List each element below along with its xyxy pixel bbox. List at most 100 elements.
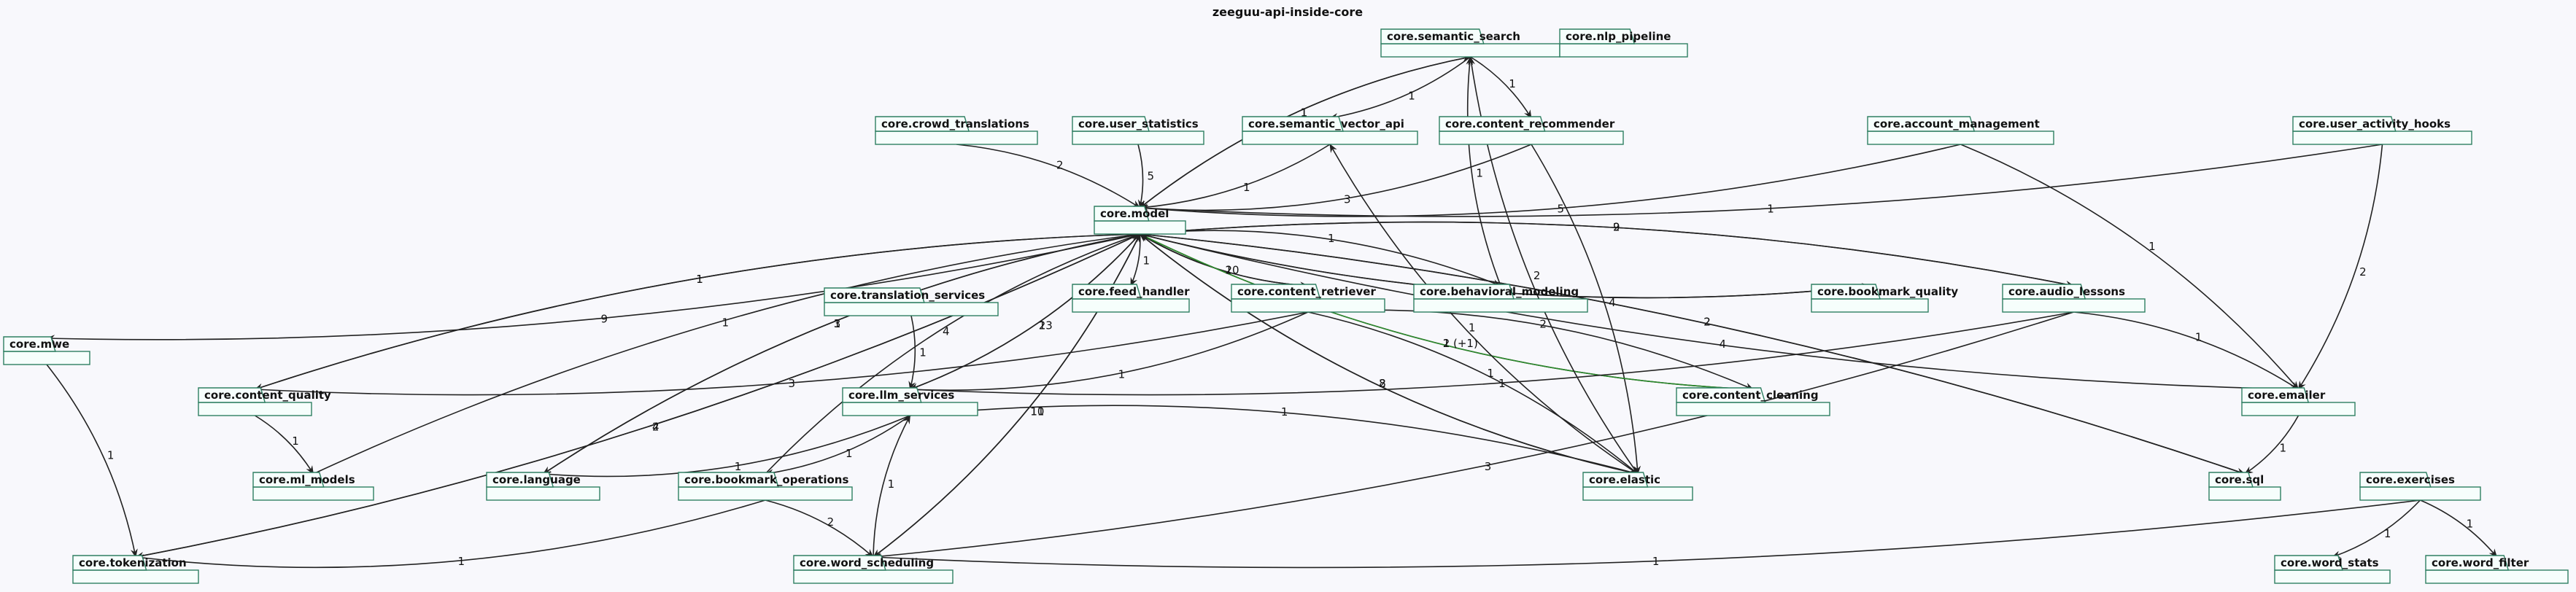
edge-label: 3 [1485,460,1492,473]
package-tab [1559,28,1636,44]
edge-label: 1 [735,460,742,473]
package-tab [2241,387,2310,403]
edge-label: 1 [2467,518,2474,531]
edge-label: 4 [1609,296,1616,309]
package-behavioral-modeling[interactable]: core.behavioral_modeling [1413,284,1588,313]
edge-label: 4 [1720,338,1727,351]
package-label: core.semantic_search [1387,30,1520,43]
package-content-retriever[interactable]: core.content_retriever [1231,284,1385,313]
package-bookmark-quality[interactable]: core.bookmark_quality [1811,284,1958,313]
package-user-statistics[interactable]: core.user_statistics [1072,116,1204,145]
edge-label: 1 [2384,527,2391,540]
package-sql[interactable]: core.sql [2208,472,2281,501]
edge-label: 2 [1039,319,1046,332]
edge-label: 5 [1147,169,1154,182]
edge-audio-lessons-to-llm-services [909,311,2074,396]
package-label: core.translation_services [830,289,985,302]
package-body [1676,402,1830,416]
edge-llm-services-to-bookmark-operations [765,415,910,477]
package-body [1413,298,1588,313]
package-ml-models[interactable]: core.ml_models [252,472,374,501]
package-tab [2292,116,2397,132]
package-content-cleaning[interactable]: core.content_cleaning [1676,387,1830,416]
package-tokenization[interactable]: core.tokenization [72,555,199,584]
edge-label: 2 [1539,317,1547,330]
package-body [1242,131,1418,145]
package-mwe[interactable]: core.mwe [3,336,90,365]
package-semantic-search[interactable]: core.semantic_search [1380,28,1560,58]
edge-semantic-search-to-semantic-vector-api [1329,56,1471,120]
edge-label: 1 [1487,367,1494,380]
package-translation-services[interactable]: core.translation_services [824,287,999,316]
edge-label: 1 [292,435,299,448]
edge-elastic-to-model [1139,233,1639,475]
diagram-title: zeeguu-api-inside-core [1212,5,1363,19]
edge-label: 1 [2280,441,2287,454]
edge-sql-to-model [1139,231,2246,475]
package-feed-handler[interactable]: core.feed_handler [1072,284,1190,313]
edge-label: 1 [696,273,703,286]
package-language[interactable]: core.language [486,472,600,501]
edge-label: 2 [1613,221,1620,234]
edge-label: 1 [1118,368,1126,381]
package-user-activity-hooks[interactable]: core.user_activity_hooks [2292,116,2472,145]
edge-label: 1 [696,273,703,286]
package-label: core.user_activity_hooks [2299,117,2451,131]
package-semantic-vector-api[interactable]: core.semantic_vector_api [1242,116,1418,145]
package-label: core.semantic_vector_api [1248,117,1404,131]
edge-account-management-to-emailer [1960,144,2300,390]
edge-label: 10 [1225,263,1239,276]
package-body [2425,569,2569,584]
edge-label: 2 [827,515,835,529]
edge-elastic-to-semantic-vector-api [1329,144,1639,475]
edge-audio-lessons-to-emailer [2073,311,2300,390]
edge-label: 1 [1498,377,1506,390]
edges-layer [46,55,2498,569]
edge-label: 3 [1344,193,1351,206]
package-exercises[interactable]: core.exercises [2359,472,2481,501]
package-word-scheduling[interactable]: core.word_scheduling [793,555,954,584]
package-label: core.mwe [9,338,69,351]
package-word-filter[interactable]: core.word_filter [2425,555,2569,584]
edge-semantic-vector-api-to-model [1139,144,1331,211]
package-body [1072,298,1190,313]
package-content-recommender[interactable]: core.content_recommender [1439,116,1624,145]
package-label: core.content_recommender [1445,117,1615,131]
edge-label: 1 [1469,321,1476,334]
package-label: core.bookmark_quality [1817,285,1958,298]
package-tab [1439,116,1546,132]
package-body [1811,298,1929,313]
edge-semantic-search-to-content-recommender [1470,56,1532,119]
edge-model-to-mwe [46,233,1140,343]
edge-llm-services-to-elastic [910,405,1639,476]
package-bookmark-operations[interactable]: core.bookmark_operations [678,472,853,501]
package-tab [1811,284,1881,300]
package-audio-lessons[interactable]: core.audio_lessons [2002,284,2146,313]
edge-label: 1 [888,478,895,491]
edge-label: 1 [1443,337,1450,350]
package-llm-services[interactable]: core.llm_services [842,387,978,416]
edge-bookmark-operations-to-model [765,233,1141,475]
package-label: core.model [1100,207,1169,220]
package-tab [198,387,266,403]
package-account-management[interactable]: core.account_management [1867,116,2054,145]
package-body [2208,486,2281,501]
package-emailer[interactable]: core.emailer [2241,387,2356,416]
package-model[interactable]: core.model [1094,206,1186,235]
edge-content-retriever-to-elastic [1307,311,1639,475]
package-elastic[interactable]: core.elastic [1582,472,1693,501]
edge-model-to-content-quality [254,233,1140,391]
package-word-stats[interactable]: core.word_stats [2274,555,2391,584]
package-crowd-translations[interactable]: core.crowd_translations [875,116,1038,145]
package-label: core.nlp_pipeline [1566,30,1671,43]
package-nlp-pipeline[interactable]: core.nlp_pipeline [1559,28,1688,58]
package-body [793,569,954,584]
edge-label: 2 [1056,158,1064,171]
package-content-quality[interactable]: core.content_quality [198,387,331,416]
edge-model-to-language [542,233,1140,475]
packages-layer: core.semantic_search core.nlp_pipelinecor… [3,28,2569,584]
edge-label: 1 [919,346,927,359]
package-body [198,402,312,416]
edge-content-retriever-to-content-quality [254,311,1309,396]
edge-label: 1 [1509,77,1516,90]
